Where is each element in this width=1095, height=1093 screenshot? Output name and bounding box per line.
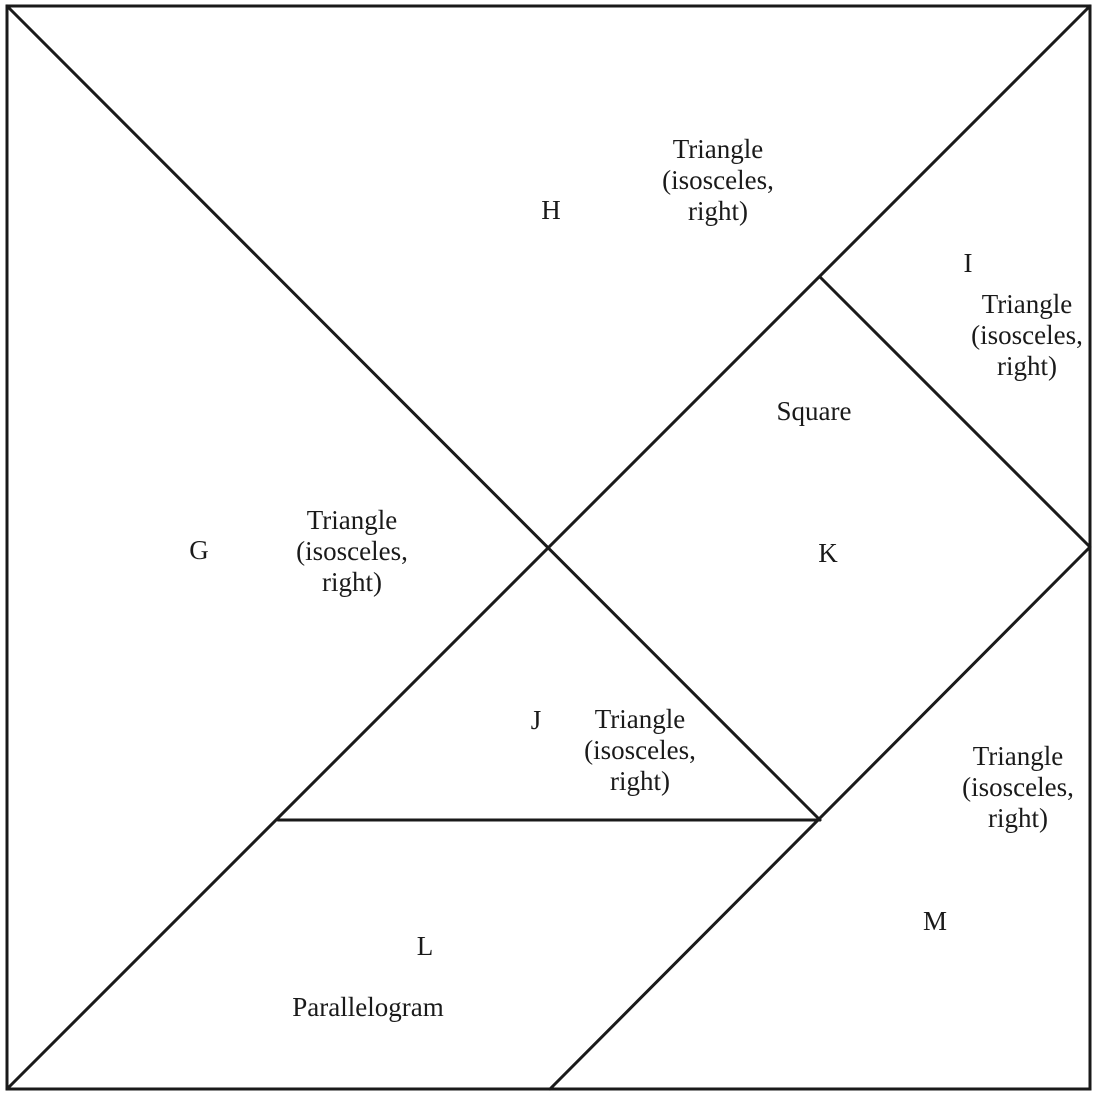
piece-shape-label-j: Triangle (isosceles, right) (584, 704, 696, 797)
piece-letter-l: L (416, 931, 434, 961)
shape-label-line: right) (322, 567, 382, 597)
shape-label-line: right) (988, 803, 1048, 833)
main-diagonal-edge (5, 4, 822, 822)
shape-label-line: Triangle (594, 704, 686, 734)
shape-label-line: Triangle (672, 134, 764, 164)
piece-letter-k: K (818, 538, 838, 568)
shape-label-line: right) (997, 351, 1057, 381)
piece-letter-i: I (963, 248, 973, 278)
piece-shape-label-k: Square (777, 396, 852, 427)
piece-letter-h: H (541, 195, 561, 225)
shape-label-line: (isosceles, (662, 165, 774, 195)
shape-label-line: right) (610, 766, 670, 796)
shape-label-line: (isosceles, (962, 772, 1074, 802)
piece-shape-label-m: Triangle (isosceles, right) (962, 741, 1074, 834)
piece-shape-label-i: Triangle (isosceles, right) (971, 289, 1083, 382)
shape-label-line: Triangle (306, 505, 398, 535)
shape-label-line: Square (776, 396, 852, 426)
piece-letter-j: J (530, 705, 542, 735)
piece-shape-label-h: Triangle (isosceles, right) (662, 134, 774, 227)
piece-shape-label-l: Parallelogram (292, 992, 443, 1023)
shape-label-line: Triangle (981, 289, 1073, 319)
shape-label-line: Triangle (972, 741, 1064, 771)
square-upper-right-edge (818, 275, 1092, 549)
parallelogram-right-edge (548, 545, 1092, 1091)
piece-shape-label-g: Triangle (isosceles, right) (296, 505, 408, 598)
shape-label-line: (isosceles, (584, 735, 696, 765)
shape-label-line: Parallelogram (292, 992, 444, 1022)
shape-label-line: right) (688, 196, 748, 226)
anti-diagonal-edge (5, 4, 1092, 1091)
shape-label-line: (isosceles, (971, 320, 1083, 350)
piece-letter-m: M (922, 906, 948, 936)
piece-letter-g: G (189, 535, 209, 565)
shape-label-line: (isosceles, (296, 536, 408, 566)
